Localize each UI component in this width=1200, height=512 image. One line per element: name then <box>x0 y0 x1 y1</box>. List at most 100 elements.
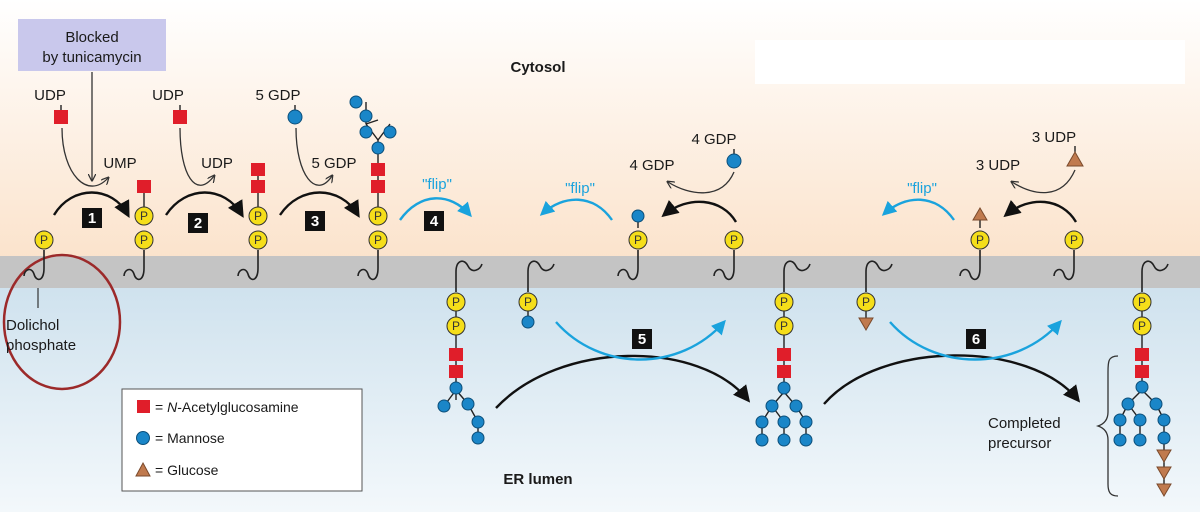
legend-item-glcnac: = N-Acetylglucosamine <box>155 399 299 415</box>
anchor-2 <box>123 250 145 281</box>
step-badge-5 <box>632 329 652 349</box>
phosphate-p3a: P <box>248 206 268 226</box>
anchor-5 <box>455 260 483 292</box>
udp-label-1: UDP <box>34 87 66 104</box>
svg-text:P: P <box>254 209 262 223</box>
anchor-3 <box>237 250 259 281</box>
dolichol-label-line1: Dolichol <box>6 317 59 334</box>
donor-mannose-2 <box>726 153 742 169</box>
anchor-6 <box>527 260 555 292</box>
legend-item-mannose: = Mannose <box>155 430 225 446</box>
legend-item-glucose: = Glucose <box>155 462 219 478</box>
flip-arrows <box>399 197 1062 361</box>
glcnac-s3-1 <box>251 163 265 176</box>
svg-text:P: P <box>1070 233 1078 247</box>
precursor-brace <box>1095 355 1119 497</box>
svg-text:P: P <box>524 295 532 309</box>
donor-mannose-1 <box>287 109 303 125</box>
anchor-13 <box>1141 260 1169 292</box>
phosphate-p11: P <box>970 230 990 250</box>
phosphate-groups: P P P P P P P P P P P P P P P P P P P <box>34 206 1152 336</box>
anchor-8 <box>713 250 735 281</box>
gdp4-label-1: 4 GDP <box>691 131 736 148</box>
er-lumen-label: ER lumen <box>503 471 572 488</box>
legend: = N-Acetylglucosamine = Mannose = Glucos… <box>121 388 363 492</box>
step-arrows <box>52 191 1081 409</box>
anchor-4 <box>357 250 379 281</box>
donor-sugars <box>54 105 1084 169</box>
udp3-label-1: 3 UDP <box>1032 129 1076 146</box>
anchor-11 <box>959 250 981 281</box>
gdp5-label-2: 5 GDP <box>311 155 356 172</box>
dolichol-highlight-ellipse <box>2 253 122 391</box>
phosphate-p3b: P <box>248 230 268 250</box>
phosphate-p2b: P <box>134 230 154 250</box>
step-2-label: 2 <box>194 215 202 232</box>
phosphate-p8: P <box>724 230 744 250</box>
glcnac-s2-1 <box>137 180 151 193</box>
glcnac-s4-1 <box>371 163 385 176</box>
glucose-on-dolichol <box>972 207 988 221</box>
phosphate-p13b: P <box>1132 316 1152 336</box>
anchor-12 <box>1053 250 1075 281</box>
phosphate-p9b: P <box>774 316 794 336</box>
glcnac-l3-1 <box>1135 348 1149 361</box>
step-6-label: 6 <box>972 331 980 348</box>
dolichol-label-line2: phosphate <box>6 337 76 354</box>
er-membrane <box>0 256 1200 288</box>
step-4-label: 4 <box>430 213 439 230</box>
ump-label: UMP <box>103 155 136 172</box>
phosphate-p9a: P <box>774 292 794 312</box>
cytosol-label: Cytosol <box>510 59 565 76</box>
svg-text:P: P <box>140 209 148 223</box>
donor-glcnac-1 <box>54 110 68 124</box>
anchor-1 <box>23 250 45 281</box>
step-3-label: 3 <box>311 213 319 230</box>
glcnac-l2-1 <box>777 348 791 361</box>
step-badge-4 <box>424 211 444 231</box>
svg-text:P: P <box>1138 295 1146 309</box>
step-5-label: 5 <box>638 331 646 348</box>
svg-text:P: P <box>780 295 788 309</box>
luminal-glycans <box>437 300 1172 497</box>
svg-text:P: P <box>730 233 738 247</box>
svg-text:P: P <box>374 209 382 223</box>
glcnac-l2-2 <box>777 365 791 378</box>
phosphate-p12: P <box>1064 230 1084 250</box>
gdp4-label-2: 4 GDP <box>629 157 674 174</box>
phosphate-p1: P <box>34 230 54 250</box>
tunicamycin-box: Blocked by tunicamycin <box>18 19 166 71</box>
step-badges: 1 2 3 4 5 6 <box>82 208 986 349</box>
step-1-label: 1 <box>88 210 96 227</box>
donor-glucose <box>1066 150 1084 167</box>
anchor-9 <box>783 260 811 292</box>
completed-label-line2: precursor <box>988 435 1051 452</box>
svg-text:P: P <box>452 319 460 333</box>
mannose-on-dolichol <box>631 209 645 223</box>
phosphate-p2a: P <box>134 206 154 226</box>
dolichol-anchors <box>23 250 1169 292</box>
blank-panel <box>755 40 1185 84</box>
mannose-circle-icon <box>136 431 150 445</box>
legend-box <box>121 388 363 492</box>
glcnac-l1-2 <box>449 365 463 378</box>
step-badge-6 <box>966 329 986 349</box>
gdp5-label-1: 5 GDP <box>255 87 300 104</box>
blocked-label-line1: Blocked <box>65 29 118 46</box>
step-badge-3 <box>305 211 325 231</box>
completed-label-line1: Completed <box>988 415 1061 432</box>
cytosolic-glycans <box>137 95 988 228</box>
phosphate-p5b: P <box>446 316 466 336</box>
svg-text:P: P <box>140 233 148 247</box>
svg-text:P: P <box>1138 319 1146 333</box>
svg-text:P: P <box>780 319 788 333</box>
phosphate-p4b: P <box>368 230 388 250</box>
flip-label-2: "flip" <box>565 180 595 197</box>
donor-arrows <box>61 127 1076 194</box>
luminal-mannose-donor <box>521 315 535 329</box>
step-badge-2 <box>188 213 208 233</box>
phosphate-p4a: P <box>368 206 388 226</box>
glcnac-square-icon <box>137 400 150 413</box>
flip-label-3: "flip" <box>907 180 937 197</box>
